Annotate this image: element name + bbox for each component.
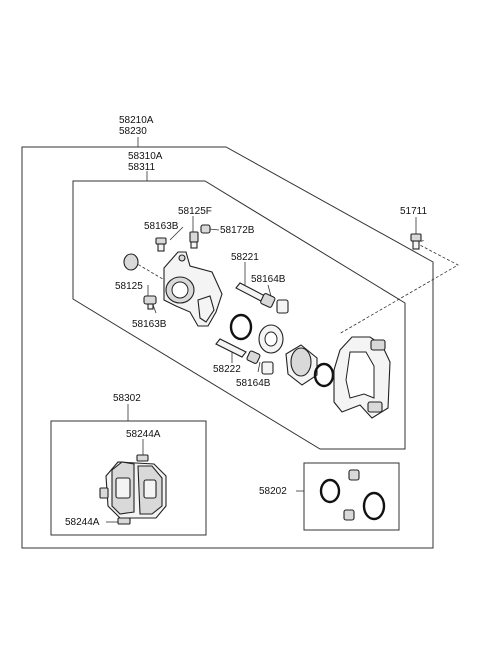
label-58164b-bottom: 58164B [236,378,271,389]
o-ring-caliper [229,313,253,341]
shim-top [136,454,149,462]
pad-kit-box [50,420,207,536]
label-shim-bottom: 58244A [65,517,100,528]
label-shim-top: 58244A [126,429,161,440]
shim-bottom [117,517,131,525]
label-seal-kit: 58202 [259,486,287,497]
caliper-frame [72,180,406,450]
piston [285,344,318,386]
label-58163b-top: 58163B [144,221,179,232]
piston-boot [313,362,335,388]
label-58164b-top: 58164B [251,274,286,285]
carrier-bracket [333,336,391,419]
bleeder-58125f [189,231,199,249]
assembly-frame [21,146,434,549]
label-58221: 58221 [231,252,259,263]
label-caliper-2: 58311 [128,162,156,173]
seal-kit-box [303,462,400,531]
label-caliper-1: 58310A [128,151,163,162]
label-58125: 58125 [115,281,143,292]
cap-58172b [200,224,211,234]
label-58172b: 58172B [220,225,255,236]
label-58125f: 58125F [178,206,212,217]
label-58222: 58222 [213,364,241,375]
guide-bolt-58163b-bottom [143,295,157,310]
guide-bolt-58163b-top [155,237,167,252]
label-pad-kit: 58302 [113,393,141,404]
brake-pads [99,461,167,519]
label-bolt-51711: 51711 [400,206,428,217]
seal-kit-parts [319,469,386,521]
cap-58125 [123,253,139,271]
label-58163b-bottom: 58163B [132,319,167,330]
bolt-51711 [410,233,422,250]
guide-pin-58222 [215,338,274,375]
guide-pin-58221 [235,282,289,314]
piston-seal [258,324,284,354]
label-assembly-2: 58230 [119,126,147,137]
label-assembly-1: 58210A [119,115,154,126]
caliper-body [163,251,223,327]
